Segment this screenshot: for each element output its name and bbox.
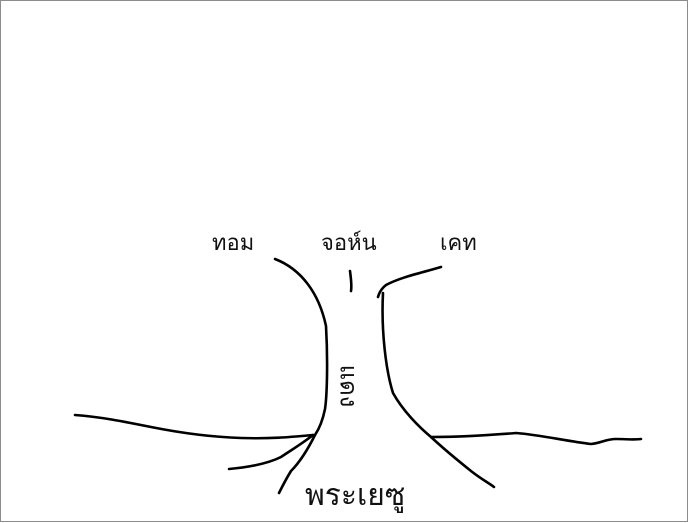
ground-right-line (431, 433, 641, 444)
label-john: จอห์น (321, 233, 377, 255)
label-kate: เคท (440, 233, 477, 255)
root-left-line (229, 435, 313, 469)
label-daeng-vertical: แดง (336, 365, 360, 408)
trunk-right-line (383, 293, 494, 487)
center-stub-line (350, 271, 351, 291)
ground-left-line (75, 415, 313, 438)
left-branch-line (275, 259, 327, 493)
label-jesus-base: พระเยซู (305, 481, 405, 511)
right-branch-line (378, 267, 441, 297)
label-tom: ทอม (212, 233, 254, 255)
